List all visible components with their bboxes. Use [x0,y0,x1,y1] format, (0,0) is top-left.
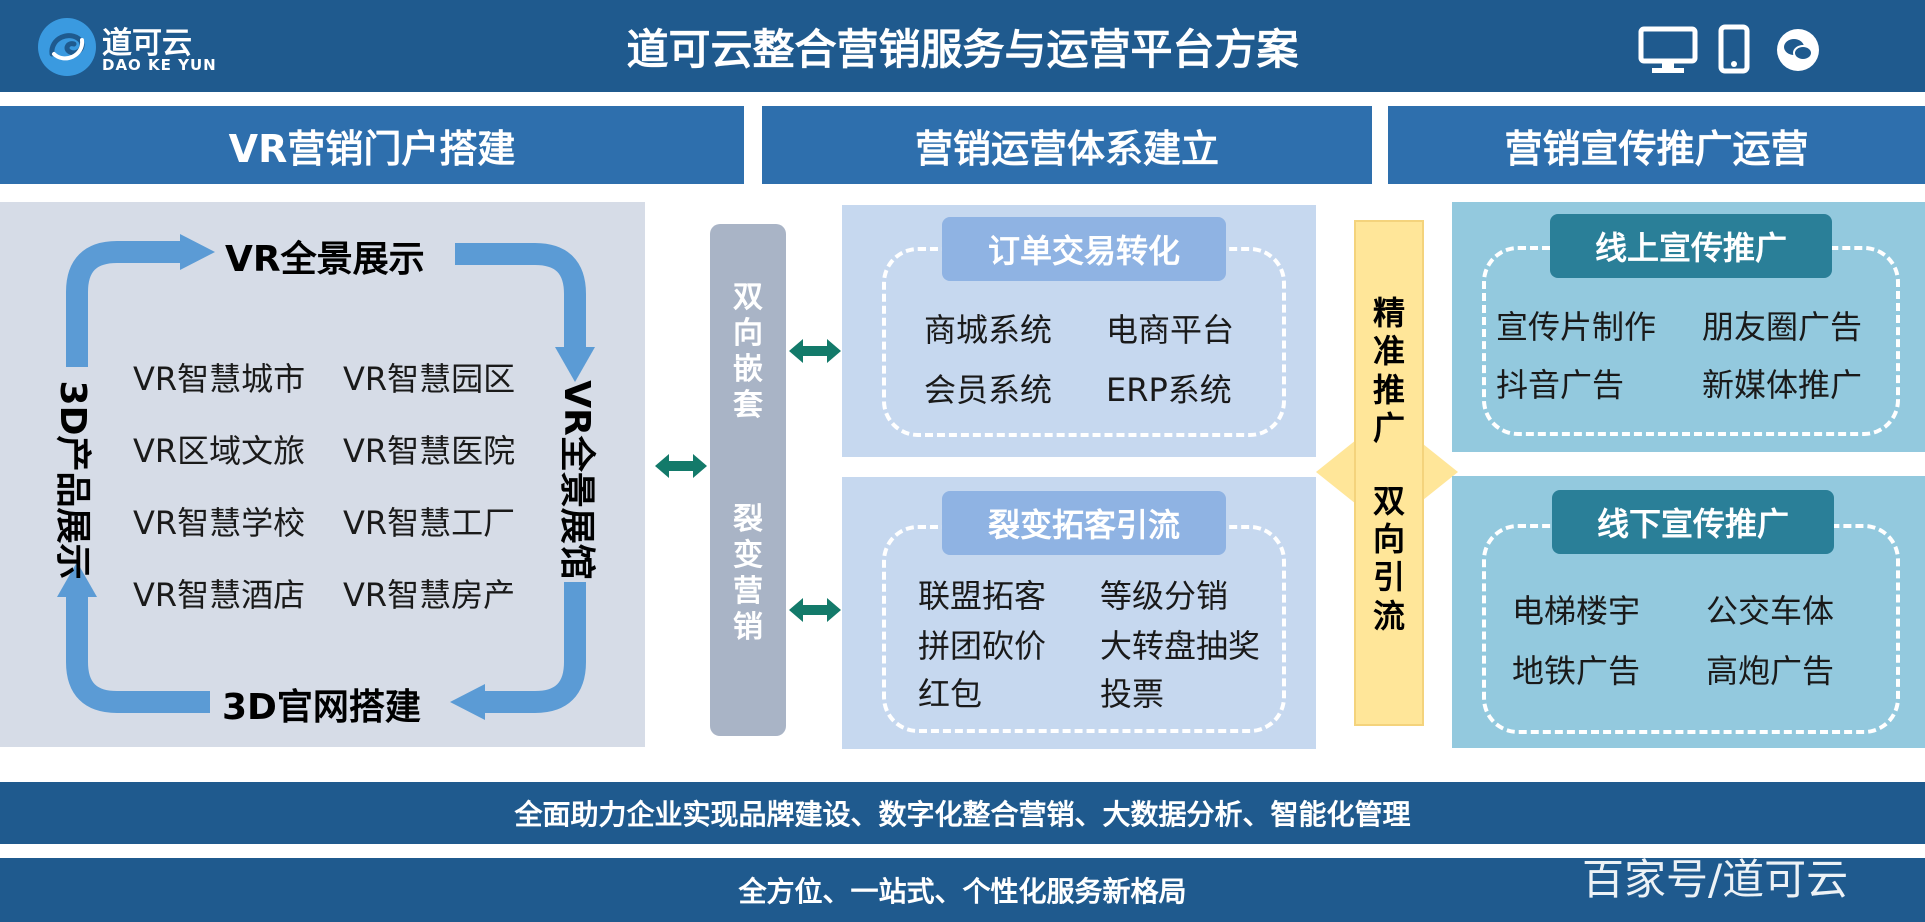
column-header-right: 营销宣传推广运营 [1388,106,1925,184]
precision-bar: 精 准 推 广 双 向 引 流 [1354,220,1424,726]
footer-banner-1: 全面助力企业实现品牌建设、数字化整合营销、大数据分析、智能化管理 [0,782,1925,844]
online-item: 新媒体推广 [1702,366,1863,404]
cycle-item: VR智慧酒店 [133,576,306,614]
footer-line-2: 全方位、一站式、个性化服务新格局 [738,875,1187,908]
fission-item: 投票 [1100,675,1165,713]
logo-swirl-icon [38,18,96,76]
offline-item: 电梯楼宇 [1512,592,1641,630]
phone-icon [1718,24,1750,74]
fission-item: 拼团砍价 [918,627,1047,665]
wechat-icon [1777,29,1819,71]
cycle-item: VR智慧学校 [133,504,306,542]
bidirectional-side-arrows [1316,440,1458,504]
offline-item: 地铁广告 [1512,652,1641,690]
cycle-label-top: VR全景展示 [225,239,425,280]
order-title-pill: 订单交易转化 [942,217,1226,281]
logo-text: 道可云 [102,26,192,61]
order-item: 会员系统 [924,371,1053,409]
double-arrow-icon [789,598,841,622]
logo[interactable]: 道可云 DAO KE YUN [36,16,226,78]
fission-title-pill: 裂变拓客引流 [942,491,1226,555]
watermark: 百家号/道可云 [1582,855,1849,904]
fission-item: 等级分销 [1100,577,1229,615]
double-arrow-icon [655,454,707,478]
cycle-label-bottom: 3D官网搭建 [222,687,421,728]
online-panel: 线上宣传推广 宣传片制作 朋友圈广告 抖音广告 新媒体推广 [1452,202,1925,452]
offline-panel: 线下宣传推广 电梯楼宇 公交车体 地铁广告 高炮广告 [1452,476,1925,748]
cycle-item: VR智慧城市 [133,360,306,398]
cycle-item: VR智慧医院 [343,432,516,470]
footer-line-1: 全面助力企业实现品牌建设、数字化整合营销、大数据分析、智能化管理 [514,798,1411,831]
offline-title-pill: 线下宣传推广 [1552,490,1834,554]
online-item: 朋友圈广告 [1702,308,1863,346]
page-title: 道可云整合营销服务与运营平台方案 [626,24,1299,74]
header-bar: 道可云 DAO KE YUN 道可云整合营销服务与运营平台方案 [0,0,1925,92]
order-item: 电商平台 [1106,311,1235,349]
cycle-item: VR区域文旅 [133,432,306,470]
logo-subtext: DAO KE YUN [102,56,217,74]
cycle-label-right: VR全景展馆 [556,380,597,580]
order-item: 商城系统 [924,311,1053,349]
fission-item: 红包 [918,675,983,713]
column-header-middle: 营销运营体系建立 [762,106,1372,184]
offline-item: 高炮广告 [1706,652,1835,690]
cycle-label-left: 3D产品展示 [52,380,93,580]
monitor-icon [1638,26,1698,73]
order-panel: 订单交易转化 商城系统 电商平台 会员系统 ERP系统 [842,205,1316,457]
fission-item: 大转盘抽奖 [1100,627,1261,665]
online-item: 抖音广告 [1496,366,1625,404]
cycle-arrows [57,234,595,720]
fission-panel: 裂变拓客引流 联盟拓客 等级分销 拼团砍价 大转盘抽奖 红包 投票 [842,477,1316,749]
footer-banner-2: 全方位、一站式、个性化服务新格局 [0,858,1925,922]
fission-item: 联盟拓客 [918,577,1047,615]
bidirectional-bar: 双 向 嵌 套 裂 变 营 销 [710,224,786,736]
column-header-left: VR营销门户搭建 [0,106,744,184]
double-arrow-icon [789,339,841,363]
vr-portal-panel: VR全景展示 3D官网搭建 VR全景展馆 3D产品展示 VR智慧城市 VR智慧园… [0,202,645,747]
order-item: ERP系统 [1106,371,1232,409]
online-item: 宣传片制作 [1496,308,1657,346]
cycle-item: VR智慧工厂 [343,504,516,542]
offline-item: 公交车体 [1706,592,1835,630]
cycle-item: VR智慧园区 [343,360,516,398]
cycle-item: VR智慧房产 [343,576,516,614]
online-title-pill: 线上宣传推广 [1550,214,1832,278]
